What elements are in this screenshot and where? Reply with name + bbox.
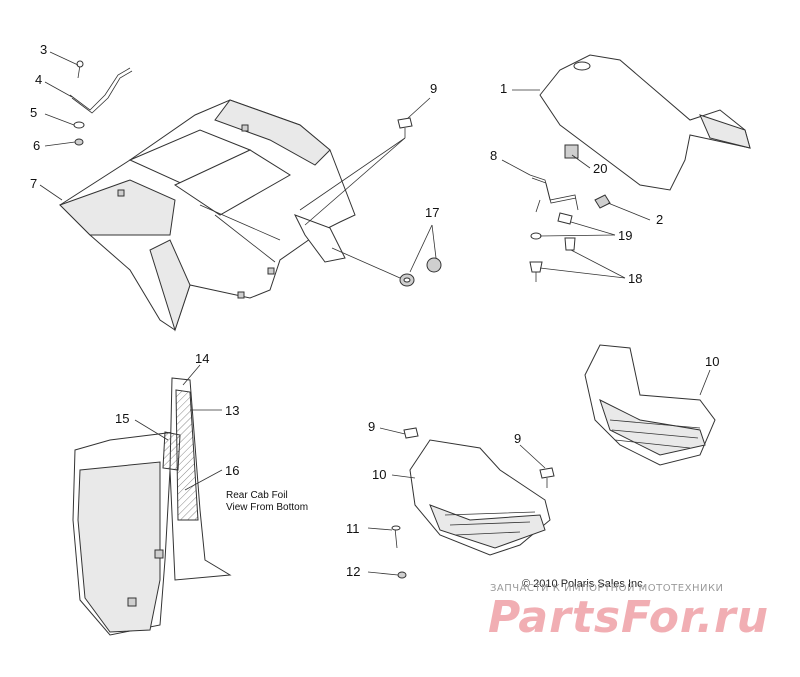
callout-11: 11 (346, 521, 360, 536)
callout-19: 19 (618, 228, 633, 243)
callout-14: 14 (195, 351, 210, 366)
callout-1: 1 (500, 81, 508, 96)
callout-17: 17 (425, 205, 440, 220)
callout-10-right: 10 (705, 354, 720, 369)
callout-7: 7 (30, 176, 38, 191)
footwell-upper-right (584, 344, 716, 466)
note-line-1: Rear Cab Foil (226, 490, 288, 501)
callout-20: 20 (593, 161, 608, 176)
bracket-hardware (69, 60, 133, 146)
callout-9-right: 9 (514, 431, 522, 446)
note-line-2: View From Bottom (226, 502, 309, 513)
callout-16: 16 (225, 463, 240, 478)
grommet-parts (399, 257, 442, 287)
leader-lines (39, 51, 711, 576)
callout-3: 3 (40, 42, 48, 57)
rear-cab-foil-note: Rear Cab Foil View From Bottom (226, 490, 308, 514)
callout-12: 12 (346, 564, 361, 579)
callout-8: 8 (490, 148, 498, 163)
callout-9-middle: 9 (368, 419, 376, 434)
seat-latch-hardware (529, 174, 611, 282)
callout-10-middle: 10 (372, 467, 387, 482)
callout-18: 18 (628, 271, 643, 286)
callout-2: 2 (656, 212, 664, 227)
callout-9-top: 9 (430, 81, 438, 96)
callout-13: 13 (225, 403, 240, 418)
callout-15: 15 (115, 411, 130, 426)
copyright-text: © 2010 Polaris Sales Inc. (522, 578, 646, 590)
push-rivets (397, 117, 555, 488)
callout-5: 5 (30, 105, 38, 120)
footwell-lower-middle (391, 439, 551, 579)
watermark-top-text: ЗАПЧАСТИ К ИМПОРТНОЙ МОТОТЕХНИКИ (490, 583, 724, 594)
watermark-logo: PartsFor.ru (488, 592, 770, 643)
rear-cab-part (59, 99, 356, 332)
callout-6: 6 (33, 138, 41, 153)
callout-4: 4 (35, 72, 43, 87)
seat-part (539, 54, 751, 191)
rear-cab-side (72, 377, 232, 636)
